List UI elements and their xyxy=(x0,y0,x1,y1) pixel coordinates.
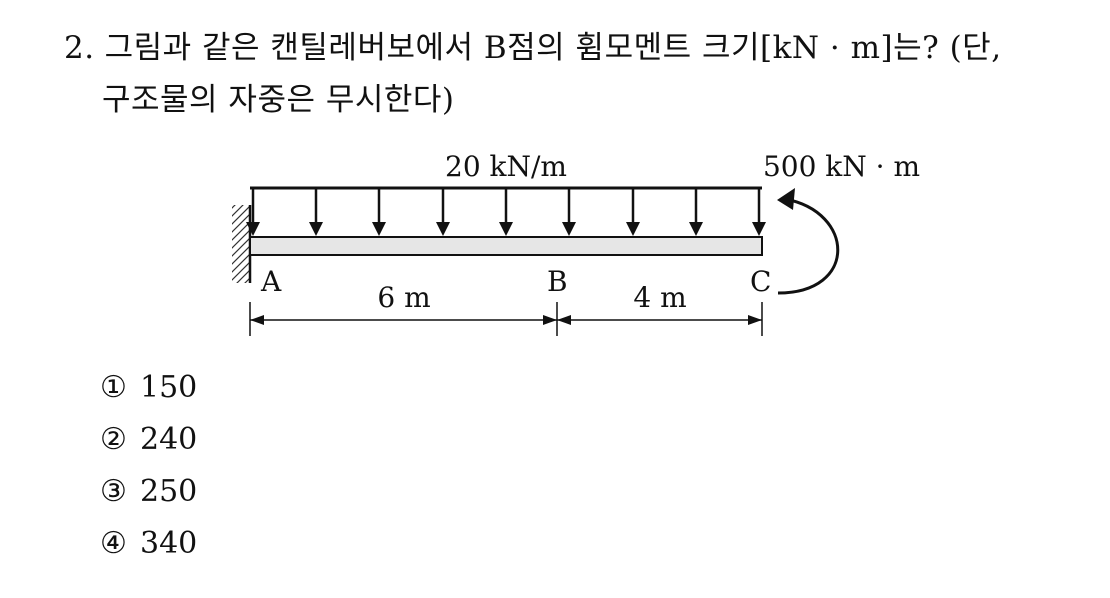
question-number: 2. xyxy=(64,30,95,66)
option-2-marker: ② xyxy=(100,422,127,457)
question-text-1: 그림과 같은 캔틸레버보에서 B점의 휨모멘트 크기[kN · m]는? (단, xyxy=(104,30,1002,66)
load-arrow-7 xyxy=(626,222,640,236)
moment-arrowhead xyxy=(777,188,795,210)
option-3-value: 250 xyxy=(140,474,198,509)
option-2-value: 240 xyxy=(140,422,198,457)
span-ab-label: 6 m xyxy=(377,281,430,314)
load-arrow-2 xyxy=(309,222,323,236)
moment-label: 500 kN · m xyxy=(763,150,920,183)
load-arrow-8 xyxy=(689,222,703,236)
dim-arrow-bc-right xyxy=(748,315,762,325)
span-bc-label: 4 m xyxy=(633,281,686,314)
moment-arc xyxy=(777,197,840,295)
option-3-marker: ③ xyxy=(100,474,127,509)
option-1-marker: ① xyxy=(100,370,127,405)
load-arrow-4 xyxy=(436,222,450,236)
load-arrow-6 xyxy=(562,222,576,236)
option-1-value: 150 xyxy=(140,370,198,405)
option-4-marker: ④ xyxy=(100,526,127,561)
point-a-label: A xyxy=(260,265,282,298)
point-c-label: C xyxy=(750,265,771,298)
option-3[interactable]: ③ 250 xyxy=(100,472,197,512)
beam xyxy=(249,236,763,256)
option-2[interactable]: ② 240 xyxy=(100,420,197,460)
load-arrow-3 xyxy=(372,222,386,236)
dim-arrow-bc-left xyxy=(557,315,571,325)
load-arrow-5 xyxy=(499,222,513,236)
load-arrow-1 xyxy=(246,222,260,236)
question-line-2: 구조물의 자중은 무시한다) xyxy=(102,82,455,118)
distributed-load-arrows xyxy=(246,188,766,236)
point-b-label: B xyxy=(547,265,568,298)
option-4-value: 340 xyxy=(140,526,198,561)
dim-arrow-ab-left xyxy=(250,315,264,325)
fixed-support-hatch xyxy=(232,205,250,283)
question-line-1: 2.그림과 같은 캔틸레버보에서 B점의 휨모멘트 크기[kN · m]는? (… xyxy=(64,28,1002,68)
distributed-load-label: 20 kN/m xyxy=(445,150,567,183)
option-4[interactable]: ④ 340 xyxy=(100,524,197,564)
dim-arrow-ab-right xyxy=(543,315,557,325)
option-1[interactable]: ① 150 xyxy=(100,368,197,408)
load-arrow-9 xyxy=(752,222,766,236)
